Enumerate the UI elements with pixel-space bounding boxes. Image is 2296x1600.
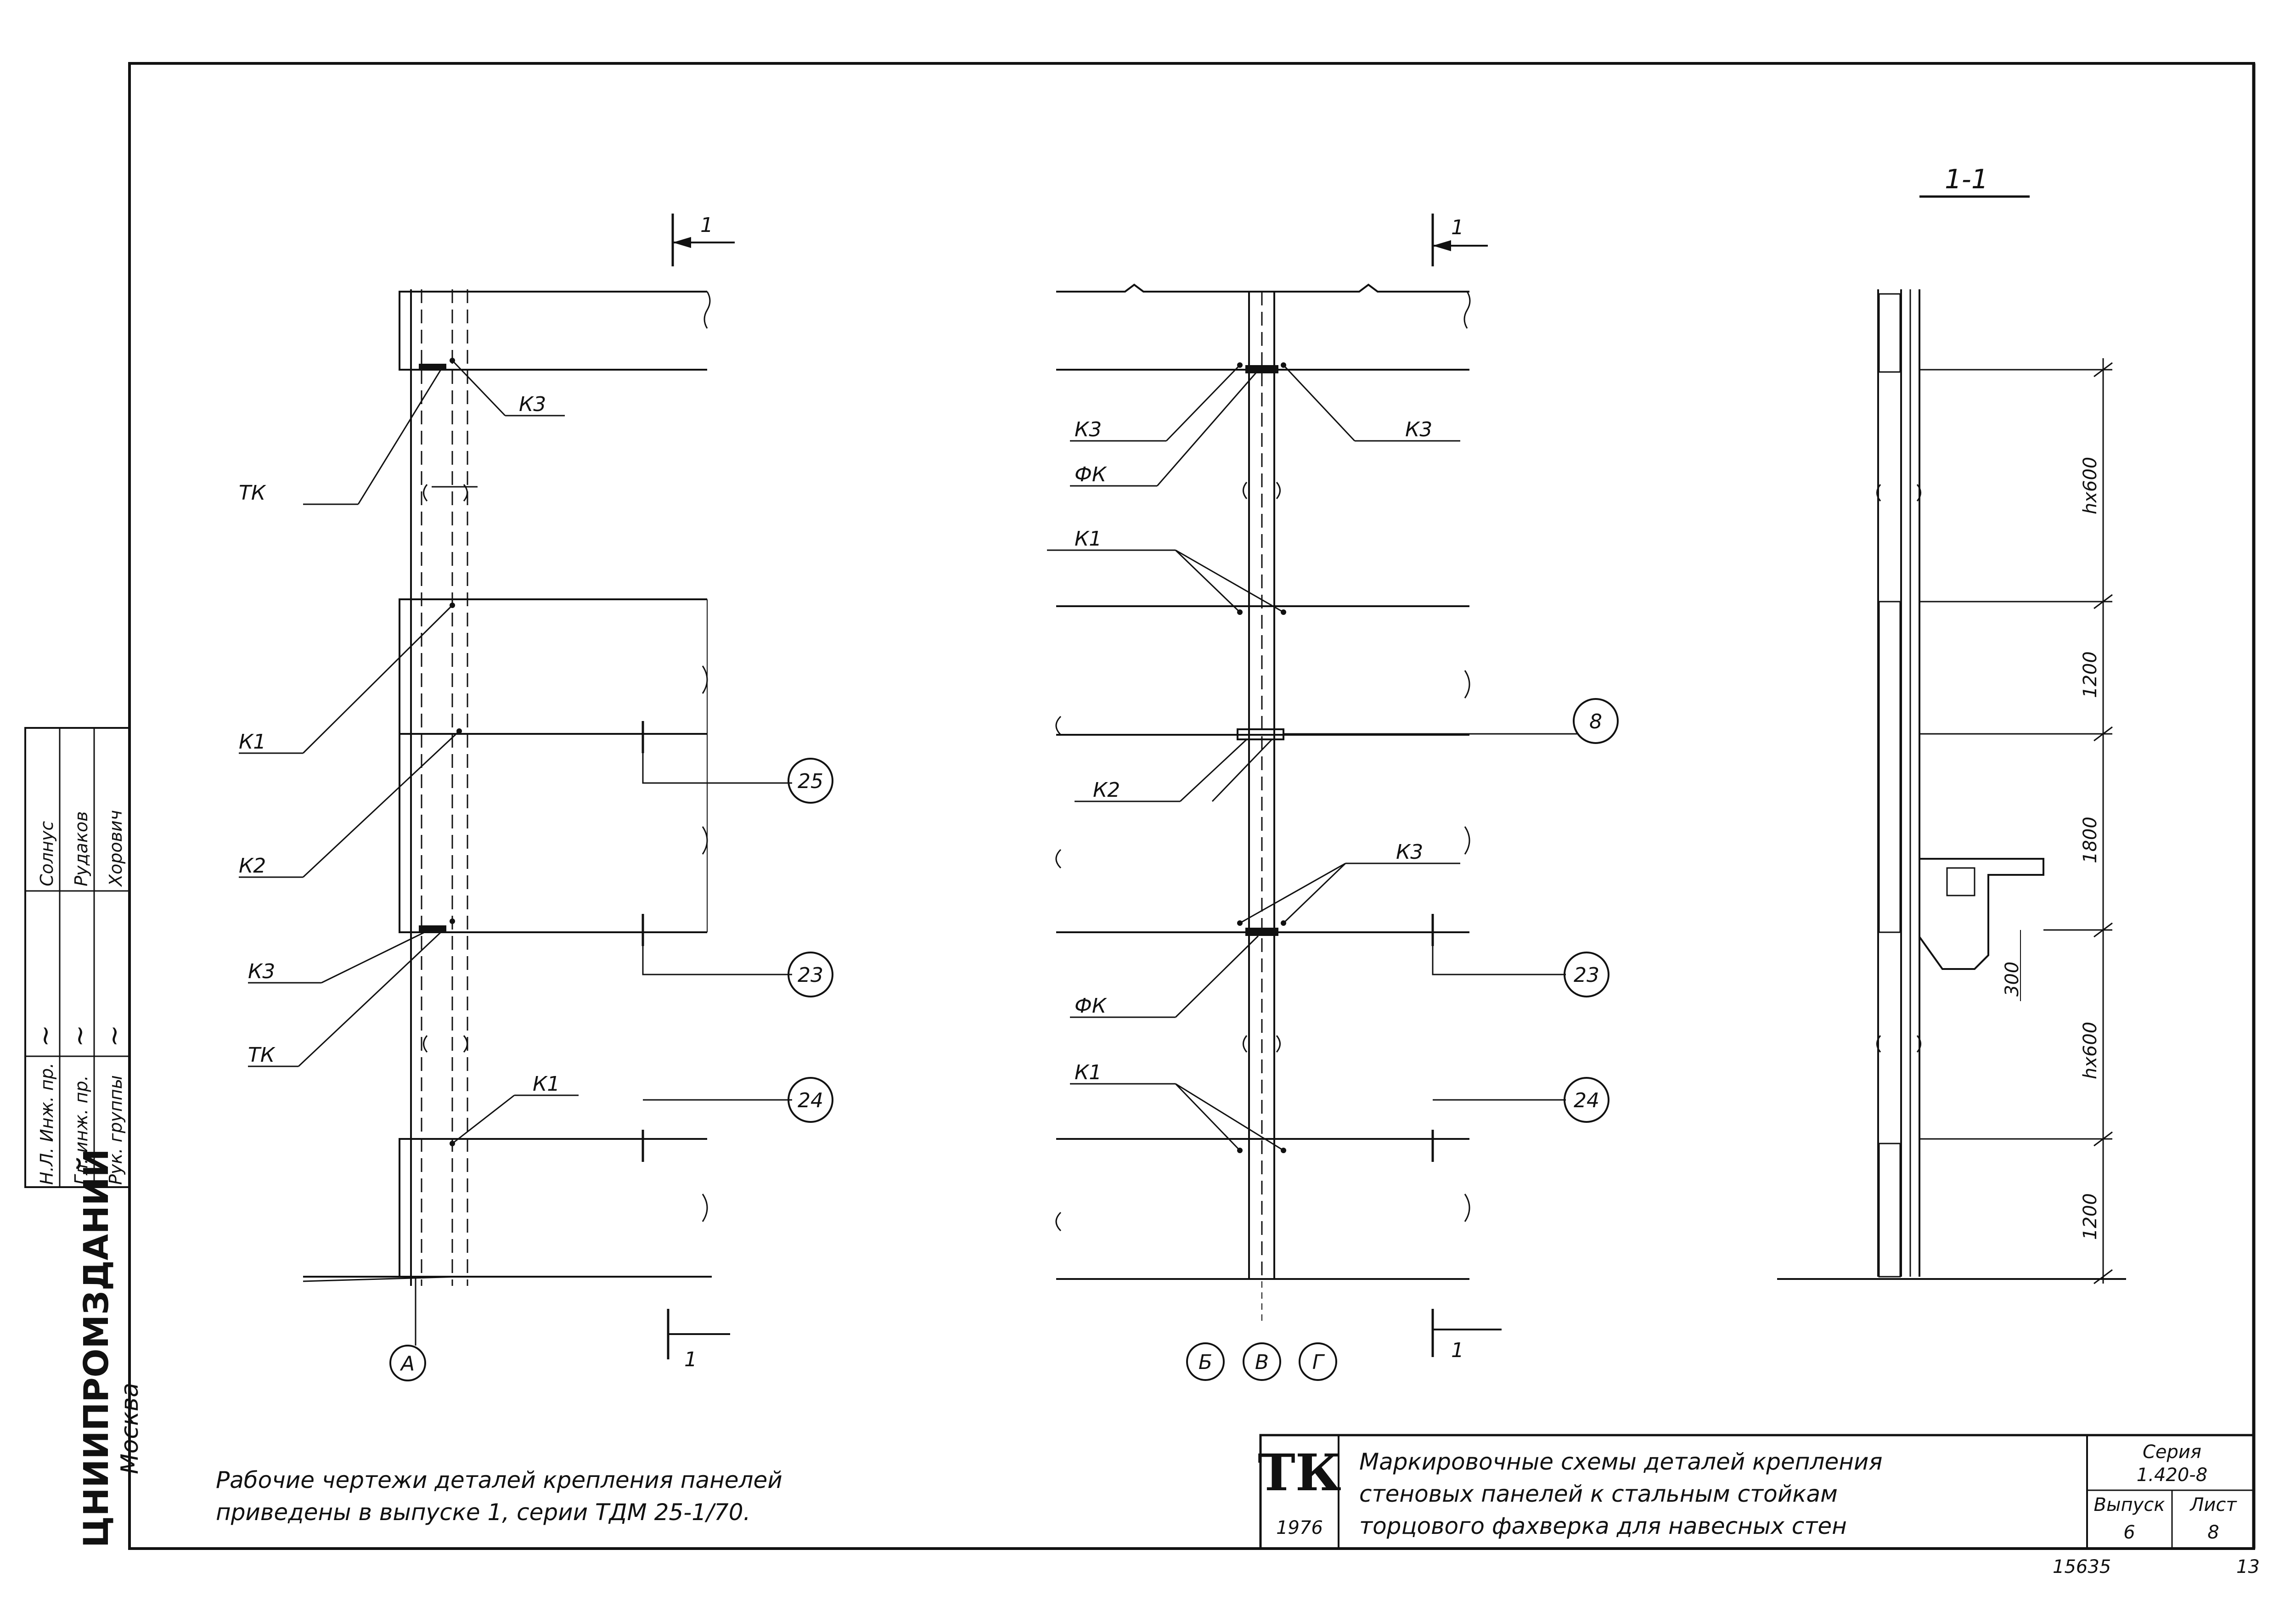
approval-stamp: Н.Л. Инж. пр. Гл. инж. пр. Рук. группы ~… <box>24 727 130 1188</box>
axis-label-b: Б <box>1199 1351 1212 1374</box>
section-title: 1-1 <box>1945 163 1988 195</box>
section-mark-bottom-middle: 1 <box>1451 1339 1464 1362</box>
label-k2: К2 <box>239 854 266 878</box>
organization-name: ЦНИИПРОМЗДАНИЙ <box>76 1149 116 1548</box>
left-elevation: А 1 1 ТК К3 К1 К2 <box>239 214 833 1381</box>
title-line-3: торцового фахверка для навесных стен <box>1359 1513 1847 1539</box>
dim-300: 300 <box>2002 962 2023 997</box>
sheet-frame <box>128 62 2255 1550</box>
stamp-role-3: Рук. группы <box>106 1075 126 1185</box>
section-mark-bottom-left: 1 <box>684 1348 697 1371</box>
label-k3-mid: К3 <box>248 960 275 983</box>
section-mark-top-middle: 1 <box>1451 216 1464 239</box>
label-k2-middle: К2 <box>1093 778 1120 802</box>
stamp-role-2: Гл. инж. пр. <box>71 1075 91 1185</box>
note-line-1: Рабочие чертежи деталей крепления панеле… <box>216 1467 782 1493</box>
dim-1200-bottom: 1200 <box>2080 1193 2101 1240</box>
axis-label-g: Г <box>1312 1351 1325 1374</box>
node-ref-23-middle: 23 <box>1574 963 1599 987</box>
node-ref-24-middle-circle <box>1564 1077 1609 1123</box>
dim-hx600-top: hx600 <box>2080 457 2101 514</box>
series-value: 1.420-8 <box>2137 1465 2207 1486</box>
node-ref-24-circle <box>788 1077 833 1123</box>
series-label: Серия <box>2143 1442 2201 1463</box>
node-ref-23: 23 <box>798 963 823 987</box>
label-tk-top: ТК <box>239 481 266 505</box>
dim-hx600-bottom: hx600 <box>2080 1022 2101 1079</box>
title-block-code: ТК <box>1258 1443 1341 1502</box>
stamp-name-2: Рудаков <box>71 811 91 886</box>
label-k1-mid: К1 <box>239 730 266 754</box>
label-k1-mid-middle: К1 <box>1075 527 1102 551</box>
node-ref-25: 25 <box>798 770 823 793</box>
axis-bubble-v <box>1243 1342 1281 1381</box>
label-tk-bottom: ТК <box>248 1043 276 1067</box>
stamp-role-1: Н.Л. Инж. пр. <box>37 1063 57 1185</box>
stamp-name-1: Солнус <box>37 821 57 886</box>
axis-bubble-g <box>1299 1342 1337 1381</box>
node-ref-23-middle-circle <box>1564 952 1609 997</box>
label-k1-bottom-middle: К1 <box>1075 1061 1102 1084</box>
node-ref-25-circle <box>788 758 833 804</box>
axis-bubble-a <box>389 1345 426 1381</box>
axis-label-a: А <box>400 1352 415 1375</box>
organization-block: ЦНИИПРОМЗДАНИЙ Москва <box>76 1149 144 1548</box>
title-block: ТК 1976 Маркировочные схемы деталей креп… <box>1258 1434 2260 1577</box>
section-mark-top-left: 1 <box>700 214 713 237</box>
page-mark: 13 <box>2236 1556 2260 1577</box>
title-line-2: стеновых панелей к стальным стойкам <box>1359 1481 1838 1507</box>
dim-1200-top: 1200 <box>2080 651 2101 698</box>
node-ref-23-circle <box>788 952 833 997</box>
organization-city: Москва <box>116 1383 144 1474</box>
archive-number: 15635 <box>2053 1556 2111 1577</box>
node-ref-24: 24 <box>798 1089 823 1112</box>
node-ref-8: 8 <box>1589 710 1602 733</box>
label-k3-left: К3 <box>1075 418 1102 441</box>
axis-label-v: В <box>1255 1351 1269 1374</box>
node-ref-24-middle: 24 <box>1574 1089 1599 1112</box>
label-k3-right: К3 <box>1405 418 1432 441</box>
issue-label: Выпуск <box>2094 1494 2165 1515</box>
stamp-name-3: Хорович <box>106 810 126 887</box>
stamp-signature-3: ~ <box>98 1025 129 1047</box>
middle-elevation: К3 ФК К3 К1 К2 К3 ФК К1 8 23 24 1 1 Б В … <box>1047 214 1619 1381</box>
label-k3-top: К3 <box>519 393 546 416</box>
axis-bubble-b <box>1186 1342 1225 1381</box>
label-k1-bottom: К1 <box>533 1072 560 1096</box>
sheet-label: Лист <box>2189 1494 2237 1515</box>
title-line-1: Маркировочные схемы деталей крепления <box>1359 1448 1882 1475</box>
issue-value: 6 <box>2123 1522 2135 1543</box>
title-block-year: 1976 <box>1276 1517 1323 1538</box>
note-line-2: приведены в выпуске 1, серии ТДМ 25-1/70… <box>216 1499 750 1526</box>
label-fk-bottom: ФК <box>1075 994 1107 1018</box>
stamp-signature-1: ~ <box>29 1025 61 1047</box>
label-k3-lower: К3 <box>1396 840 1423 864</box>
dim-1800: 1800 <box>2080 817 2101 863</box>
node-ref-8-circle <box>1573 698 1619 744</box>
sheet-value: 8 <box>2207 1522 2219 1543</box>
stamp-signature-2: ~ <box>64 1025 95 1047</box>
label-fk-top: ФК <box>1075 463 1107 486</box>
section-view: 1-1 hx600 1200 1800 300 h <box>1777 163 2126 1285</box>
